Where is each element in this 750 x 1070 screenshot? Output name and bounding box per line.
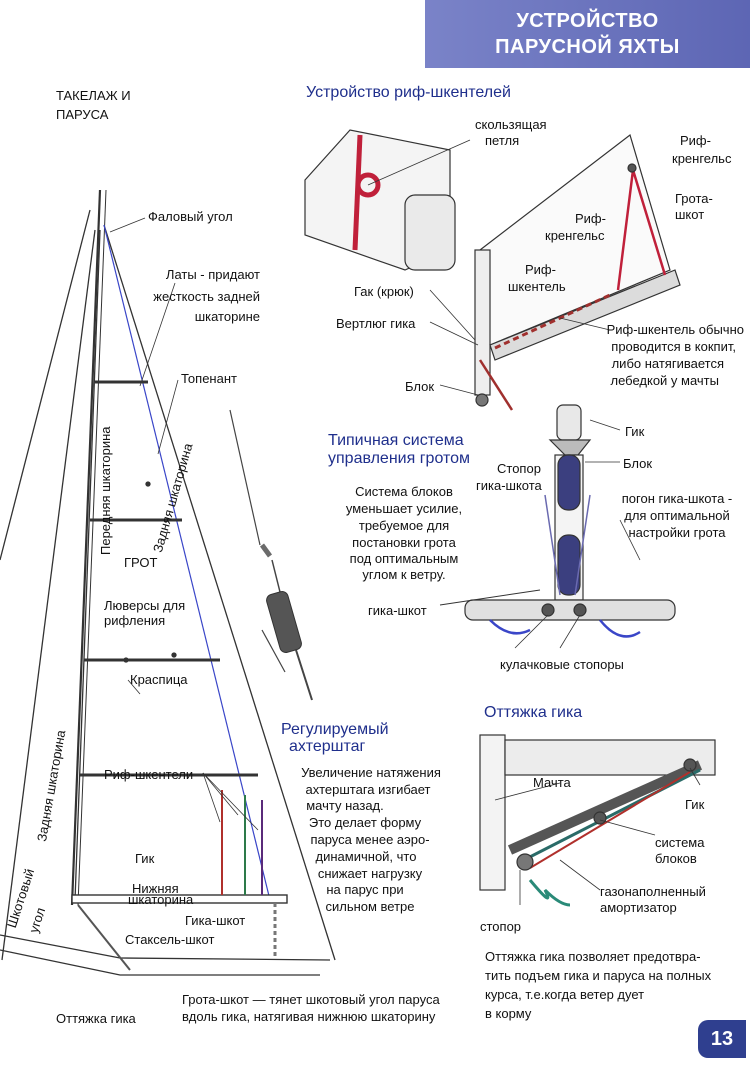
mainsheet-traveler-3: настройки грота	[628, 525, 726, 540]
mainsheet-desc-6: углом к ветру.	[362, 567, 446, 582]
reefing-cringle-b-1: Риф-	[575, 211, 606, 226]
mainsheet-stopper-2: гика-шкота	[476, 478, 542, 493]
vang-note-1: Оттяжка гика позволяет предотвра-	[485, 949, 701, 964]
banner-line-1: УСТРОЙСТВО	[516, 10, 659, 32]
label-mainsail: ГРОТ	[124, 555, 158, 570]
label-spreader: Краспица	[130, 672, 188, 687]
mainsheet-desc-2: уменьшает усилие,	[345, 501, 463, 516]
reefing-note-2: проводится в кокпит,	[611, 339, 736, 354]
vang-note-3: курса, т.е.когда ветер дует	[485, 987, 645, 1002]
backstay-desc-4: Это делает форму	[308, 815, 422, 830]
reefing-line-1: Риф-	[525, 262, 556, 277]
vang-note-2: тить подъем гика и паруса на полных	[485, 968, 712, 983]
banner-line-2: ПАРУСНОЙ ЯХТЫ	[495, 36, 680, 58]
reefing-heading: Устройство риф-шкентелей	[306, 84, 511, 101]
reefing-drawing	[304, 129, 681, 411]
backstay-desc-6: динамичной, что	[315, 849, 417, 864]
label-battens-2: жесткость задней	[153, 289, 260, 304]
label-reef-points: Риф-шкентели	[104, 767, 194, 782]
reefing-line-2: шкентель	[508, 279, 566, 294]
label-vang: Оттяжка гика	[56, 1011, 136, 1026]
vang-mast: Мачта	[533, 775, 571, 790]
reefing-slip-loop-2: петля	[485, 133, 520, 148]
vang-stopper: стопор	[480, 919, 522, 934]
rigging-heading-line-2: ПАРУСА	[56, 107, 109, 122]
backstay-desc-2: ахтерштага изгибает	[305, 782, 431, 797]
vang-spring-2: амортизатор	[600, 900, 677, 915]
rigging-heading-line-1: ТАКЕЛАЖ И	[56, 88, 131, 103]
label-cringles-1: Люверсы для	[104, 598, 186, 613]
vang-drawing	[479, 734, 716, 907]
backstay-desc-1: Увеличение натяжения	[301, 765, 441, 780]
reefing-gooseneck: Вертлюг гика	[336, 316, 416, 331]
vang-blocks-1: система	[655, 835, 705, 850]
mainsheet-desc-5: под оптимальным	[349, 551, 459, 566]
backstay-desc-5: паруса менее аэро-	[310, 832, 430, 847]
label-halyard-corner: Фаловый угол	[148, 209, 233, 224]
vang-boom: Гик	[685, 797, 705, 812]
vang-heading: Оттяжка гика	[484, 704, 583, 721]
mainsheet-cam-cleats: кулачковые стопоры	[500, 657, 624, 672]
mainsheet-stopper-1: Стопор	[497, 461, 541, 476]
label-cringles-2: рифления	[104, 613, 166, 628]
page-banner: УСТРОЙСТВО ПАРУСНОЙ ЯХТЫ	[425, 0, 750, 68]
mainsheet-desc-4: постановки грота	[352, 535, 456, 550]
label-luff: Передняя шкаторина	[98, 426, 113, 556]
reefing-hook: Гак (крюк)	[354, 284, 414, 299]
vang-note-4: в корму	[485, 1006, 532, 1021]
label-battens-1: Латы - придают	[165, 267, 260, 282]
mainsheet-drawing	[439, 404, 676, 649]
reefing-slip-loop-1: скользящая	[475, 117, 547, 132]
reefing-note-1: Риф-шкентель обычно	[606, 322, 744, 337]
label-battens-3: шкаторине	[194, 309, 260, 324]
mainsheet-boom: Гик	[625, 424, 645, 439]
reefing-note-4: лебедкой у мачты	[610, 373, 719, 388]
mainsheet-heading-2: управления гротом	[328, 450, 471, 467]
backstay-heading-1: Регулируемый	[281, 721, 389, 738]
vang-blocks-2: блоков	[655, 851, 697, 866]
mainsheet-heading-1: Типичная система	[328, 432, 464, 449]
page-number: 13	[698, 1020, 746, 1058]
reefing-cringle-a-2: кренгельс	[672, 151, 732, 166]
backstay-desc-7: снижает нагрузку	[317, 866, 423, 881]
reefing-cringle-b-2: кренгельс	[545, 228, 605, 243]
backstay-heading-2: ахтерштаг	[289, 738, 366, 755]
sail-plan-drawing	[0, 189, 336, 976]
vang-spring-1: газонаполненный	[600, 884, 706, 899]
backstay-desc-3: мачту назад.	[306, 798, 384, 813]
mainsheet-block: Блок	[623, 456, 653, 471]
backstay-desc-8: на парус при	[326, 882, 404, 897]
label-foot-1: Нижняя	[132, 881, 179, 896]
reefing-note-3: либо натягивается	[611, 356, 724, 371]
label-boom: Гик	[135, 851, 155, 866]
label-topping-lift: Топенант	[181, 371, 237, 386]
mainsheet-desc-3: требуемое для	[358, 518, 450, 533]
reefing-cringle-a-1: Риф-	[680, 133, 711, 148]
grota-note-line-1: Грота-шкот — тянет шкотовый угол паруса	[182, 992, 440, 1007]
reefing-mainsheet-2: шкот	[675, 207, 705, 222]
label-mainsheet-short: Гика-шкот	[185, 913, 246, 928]
reefing-mainsheet-1: Грота-	[675, 191, 713, 206]
label-foot-2: шкаторина	[128, 892, 194, 907]
mainsheet-traveler-2: для оптимальной	[624, 508, 730, 523]
grota-note-line-2: вдоль гика, натягивая нижнюю шкаторину	[182, 1009, 436, 1024]
label-jib-sheet: Стаксель-шкот	[125, 932, 215, 947]
mainsheet-traveler-1: погон гика-шкота -	[621, 491, 733, 506]
mainsheet-desc-1: Система блоков	[355, 484, 453, 499]
backstay-desc-9: сильном ветре	[325, 899, 415, 914]
mainsheet-sheet: гика-шкот	[368, 603, 427, 618]
backstay-adjuster-drawing	[229, 409, 313, 701]
reefing-block: Блок	[405, 379, 435, 394]
